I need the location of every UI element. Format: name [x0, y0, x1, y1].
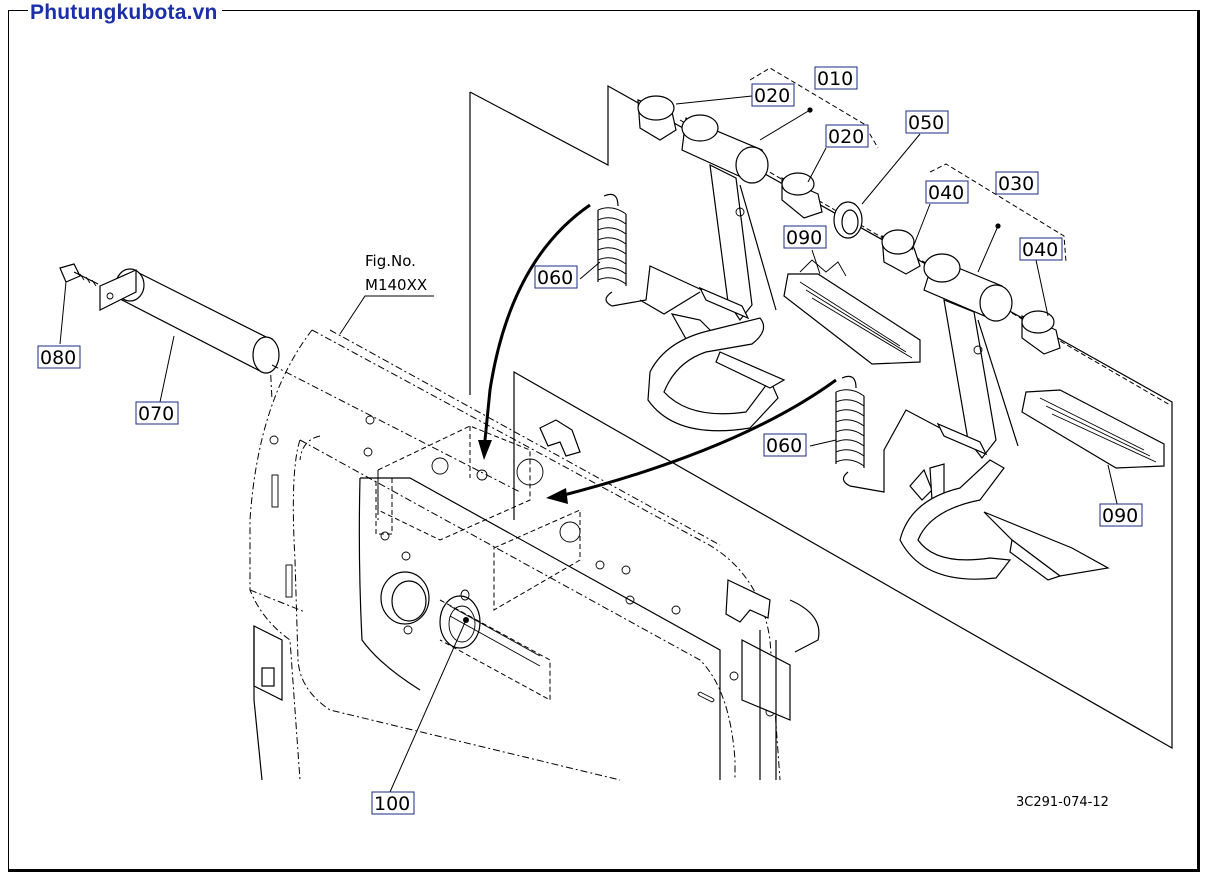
svg-text:060: 060 — [537, 267, 573, 289]
part-label-040-top: 040 — [925, 180, 969, 204]
svg-text:060: 060 — [766, 435, 802, 457]
svg-text:020: 020 — [754, 85, 790, 107]
svg-text:030: 030 — [998, 173, 1034, 195]
svg-text:010: 010 — [817, 68, 853, 90]
part-label-090-lower: 090 — [1099, 503, 1143, 527]
figure-reference: Fig.No. M140XX — [339, 252, 434, 335]
return-spring-060-lower — [835, 375, 941, 493]
svg-text:100: 100 — [374, 793, 410, 815]
svg-text:080: 080 — [40, 347, 76, 369]
pedal-arm-010 — [637, 95, 1171, 432]
part-label-080: 080 — [37, 345, 81, 369]
svg-text:050: 050 — [908, 112, 944, 134]
svg-text:070: 070 — [138, 403, 174, 425]
svg-text:040: 040 — [1022, 239, 1058, 261]
pivot-shaft-070 — [99, 268, 521, 493]
assembly-plane-outlines — [469, 84, 1173, 750]
part-label-100: 100 — [371, 791, 415, 815]
spacer-050 — [833, 201, 863, 239]
svg-text:040: 040 — [928, 182, 964, 204]
part-label-030: 030 — [995, 171, 1039, 195]
assembly-arrows — [478, 203, 837, 504]
part-label-060-upper: 060 — [534, 265, 578, 289]
figure-reference-line2: M140XX — [365, 276, 427, 294]
svg-text:090: 090 — [1102, 505, 1138, 527]
svg-text:020: 020 — [828, 126, 864, 148]
part-label-010: 010 — [814, 66, 858, 90]
part-label-070: 070 — [135, 401, 179, 425]
part-label-020-mid: 020 — [825, 124, 869, 148]
drawing-number: 3C291-074-12 — [1016, 795, 1109, 810]
return-spring-060-upper — [597, 193, 703, 315]
pedal-arm-030 — [881, 229, 1165, 581]
part-label-050: 050 — [905, 110, 949, 134]
figure-reference-line1: Fig.No. — [365, 252, 416, 270]
panel-assembly — [249, 329, 820, 781]
leader-lines — [59, 67, 1119, 793]
part-label-090-upper: 090 — [783, 225, 827, 249]
drawing-frame — [8, 10, 1200, 872]
bolt-080 — [59, 263, 99, 287]
part-label-020-top: 020 — [751, 83, 795, 107]
watermark-logo: Phutungkubota.vn — [28, 1, 222, 25]
part-label-040-right: 040 — [1019, 237, 1063, 261]
part-label-060-lower: 060 — [763, 433, 807, 457]
svg-text:090: 090 — [786, 227, 822, 249]
